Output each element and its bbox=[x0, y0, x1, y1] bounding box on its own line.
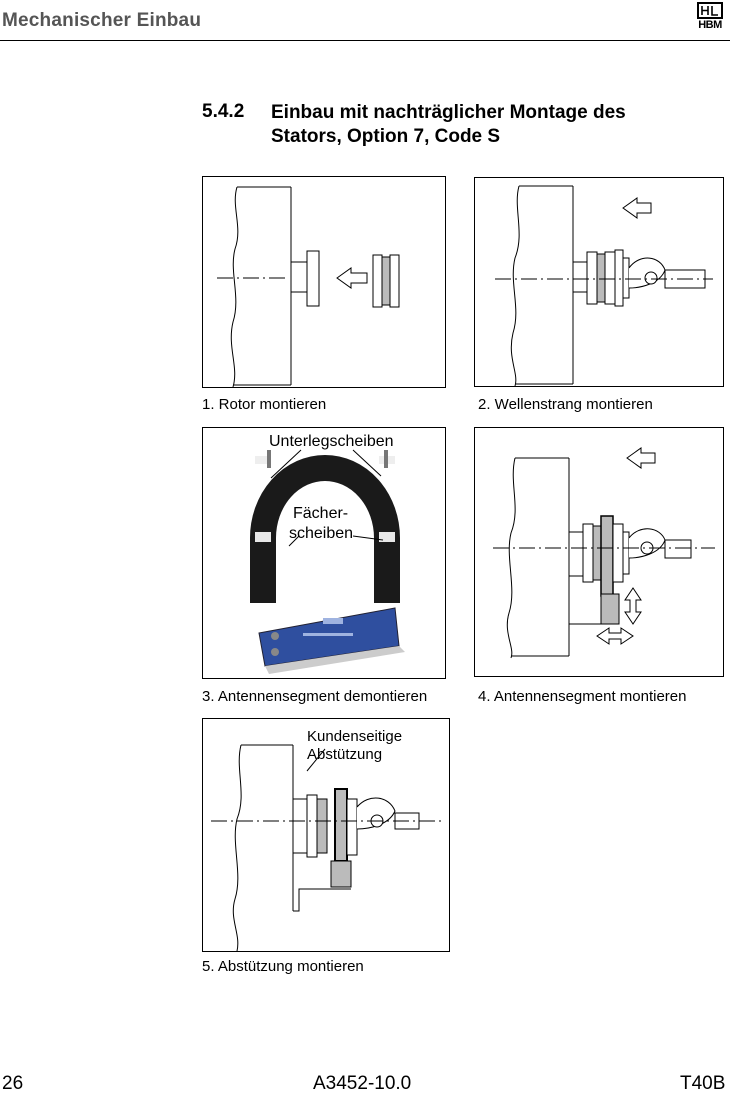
figure-rotor-mount bbox=[202, 176, 446, 388]
label-support-line1: Kundenseitige bbox=[307, 728, 403, 745]
section-title-line2: Stators, Option 7, Code S bbox=[271, 126, 501, 147]
label-fan-line1: Fächer- bbox=[293, 505, 349, 522]
caption-figure-1: 1. Rotor montieren bbox=[202, 396, 327, 413]
antenna-remove-photo bbox=[250, 449, 405, 674]
header-section-title: Mechanischer Einbau bbox=[2, 10, 202, 31]
figure-shaft-train bbox=[474, 177, 724, 387]
footer-product: T40B bbox=[680, 1073, 726, 1094]
caption-figure-4: 4. Antennensegment montieren bbox=[478, 688, 687, 705]
rotor-mount-drawing bbox=[217, 186, 400, 387]
section-title: Einbau mit nachträglicher Montage des St… bbox=[271, 101, 691, 149]
antenna-mount-drawing bbox=[493, 447, 715, 659]
section-title-line1: Einbau mit nachträglicher Montage des bbox=[271, 102, 626, 123]
hbm-logo: HBM bbox=[692, 2, 728, 36]
label-washers: Unterlegscheiben bbox=[269, 433, 394, 450]
figure-antenna-mount bbox=[474, 427, 724, 677]
logo-text: HBM bbox=[698, 19, 722, 31]
label-fan-line2: scheiben bbox=[289, 525, 354, 542]
footer-page-number: 26 bbox=[2, 1073, 24, 1094]
caption-figure-5: 5. Abstützung montieren bbox=[202, 958, 364, 975]
label-support-line2: Abstützung bbox=[307, 746, 383, 763]
caption-figure-3: 3. Antennensegment demontieren bbox=[202, 688, 428, 705]
figure-antenna-remove: Unterlegscheiben Fächer- scheiben bbox=[202, 427, 446, 679]
footer-doc-number: A3452-10.0 bbox=[313, 1073, 412, 1094]
header-rule bbox=[0, 40, 730, 41]
shaft-train-drawing bbox=[495, 185, 713, 386]
caption-figure-2: 2. Wellenstrang montieren bbox=[478, 396, 653, 413]
support-mount-drawing bbox=[211, 744, 443, 951]
figure-support-mount: Kundenseitige Abstützung bbox=[202, 718, 450, 952]
section-number: 5.4.2 bbox=[202, 101, 245, 122]
